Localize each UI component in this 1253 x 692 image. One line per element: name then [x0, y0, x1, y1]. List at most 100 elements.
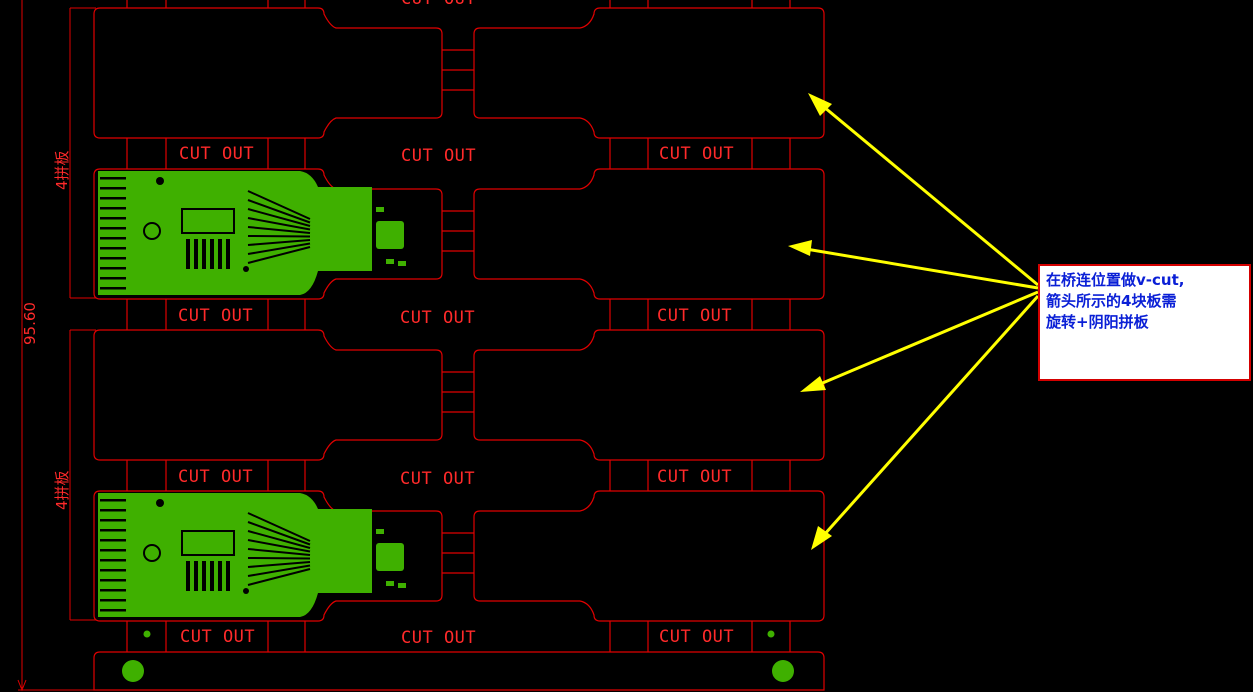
trace-gap — [100, 177, 126, 180]
rail-tabs — [126, 0, 791, 652]
smd-pad — [360, 195, 368, 200]
cut-out-label-r2-mid: CUT OUT — [400, 308, 475, 328]
arrowhead-3 — [800, 376, 826, 392]
cut-out-label-r3-left: CUT OUT — [178, 467, 253, 487]
board-left-outline — [93, 329, 443, 461]
board-right-outline — [473, 7, 825, 139]
dimension-total: 95.60 — [21, 302, 39, 345]
trace-gap — [247, 512, 311, 542]
ic-footprint — [181, 208, 235, 234]
trace-gap — [100, 287, 126, 290]
board-left-outline — [93, 490, 443, 622]
trace-gap — [100, 609, 126, 612]
via — [156, 177, 164, 185]
trace-gap — [100, 509, 126, 512]
smd-pad — [376, 207, 384, 212]
trace-gap — [100, 549, 126, 552]
trace-gap — [100, 529, 126, 532]
trace-gap — [100, 237, 126, 240]
arrowhead-2 — [788, 240, 812, 256]
trace-gap — [247, 246, 311, 264]
ic-pad — [376, 221, 404, 249]
ic-pin-gap — [194, 561, 198, 591]
ic-pin-gap — [210, 239, 214, 269]
trace-gap — [100, 599, 126, 602]
board-right-outline — [473, 329, 825, 461]
fiducial-hole-right — [772, 660, 794, 682]
trace-gap — [100, 197, 126, 200]
board-right-outline — [473, 168, 825, 300]
arrow-to-board-1 — [811, 95, 1039, 287]
trace-gap — [247, 235, 311, 238]
trace-gap — [247, 561, 311, 568]
arrow-to-board-3 — [805, 290, 1039, 392]
cut-out-label-r1-right: CUT OUT — [659, 144, 734, 164]
board-left-outline — [93, 7, 443, 139]
trace-gap — [247, 568, 311, 586]
trace-gap — [247, 242, 311, 255]
trace-gap — [100, 207, 126, 210]
dimension-group-lower: 4拼板 — [53, 470, 71, 510]
ic-pin-gap — [194, 239, 198, 269]
cut-out-label-r1-mid: CUT OUT — [401, 146, 476, 166]
arrowhead-4 — [811, 526, 832, 550]
smd-pad — [398, 583, 406, 588]
trace-gap — [247, 530, 311, 549]
trace-gap — [247, 548, 311, 556]
trace-gap — [100, 257, 126, 260]
via — [243, 266, 249, 272]
smd-pad — [386, 259, 394, 264]
ic-pin-gap — [210, 561, 214, 591]
trace-gap — [247, 564, 311, 577]
trace-gap — [100, 579, 126, 582]
trace-gap — [100, 267, 126, 270]
cut-out-label-r4-mid: CUT OUT — [401, 628, 476, 648]
arrowhead-1 — [808, 93, 832, 116]
trace-gap — [100, 227, 126, 230]
ic-pin-gap — [186, 239, 190, 269]
cut-out-label-r3-mid: CUT OUT — [400, 469, 475, 489]
trace-gap — [100, 499, 126, 502]
via-ring — [143, 544, 161, 562]
pcb-artwork-lower — [98, 493, 406, 617]
dimension-lines — [17, 0, 96, 692]
trace-gap — [247, 539, 311, 553]
connector-pad — [310, 535, 356, 575]
trace-gap — [247, 521, 311, 546]
trace-gap — [100, 247, 126, 250]
bottom-rail — [93, 630, 825, 691]
trace-gap — [247, 217, 311, 231]
fiducial-hole-left — [122, 660, 144, 682]
trace-gap — [100, 559, 126, 562]
ic-pin-gap — [226, 561, 230, 591]
ic-pad — [376, 543, 404, 571]
fiducial-mark-right — [767, 630, 775, 638]
cut-out-label-r2-right: CUT OUT — [657, 306, 732, 326]
smd-pad — [386, 581, 394, 586]
smd-pad — [376, 529, 384, 534]
arrow-to-board-2 — [793, 245, 1039, 290]
trace-gap — [247, 208, 311, 227]
ic-footprint — [181, 530, 235, 556]
pcb-artwork-upper — [98, 171, 406, 295]
board-left-outline — [93, 168, 443, 300]
cut-out-label-r2-left: CUT OUT — [178, 306, 253, 326]
ic-pin-gap — [186, 561, 190, 591]
ic-pin-gap — [202, 561, 206, 591]
board-right-outline — [473, 490, 825, 622]
cut-out-label-r3-right: CUT OUT — [657, 467, 732, 487]
trace-gap — [100, 187, 126, 190]
trace-gap — [247, 226, 311, 234]
smd-pad — [360, 517, 368, 522]
smd-pad — [398, 261, 406, 266]
dimension-group-upper: 4拼板 — [53, 150, 71, 190]
trace-gap — [100, 519, 126, 522]
note-line-1: 在桥连位置做v-cut, — [1046, 271, 1185, 289]
via — [156, 499, 164, 507]
arrow-to-board-4 — [813, 294, 1040, 547]
annotation-note: 在桥连位置做v-cut, 箭头所示的4块板需 旋转+阴阳拼板 — [1038, 264, 1251, 381]
cut-out-label-r4-right: CUT OUT — [659, 627, 734, 647]
cut-out-label-r4-left: CUT OUT — [180, 627, 255, 647]
trace-gap — [100, 589, 126, 592]
note-line-3: 旋转+阴阳拼板 — [1046, 313, 1149, 331]
